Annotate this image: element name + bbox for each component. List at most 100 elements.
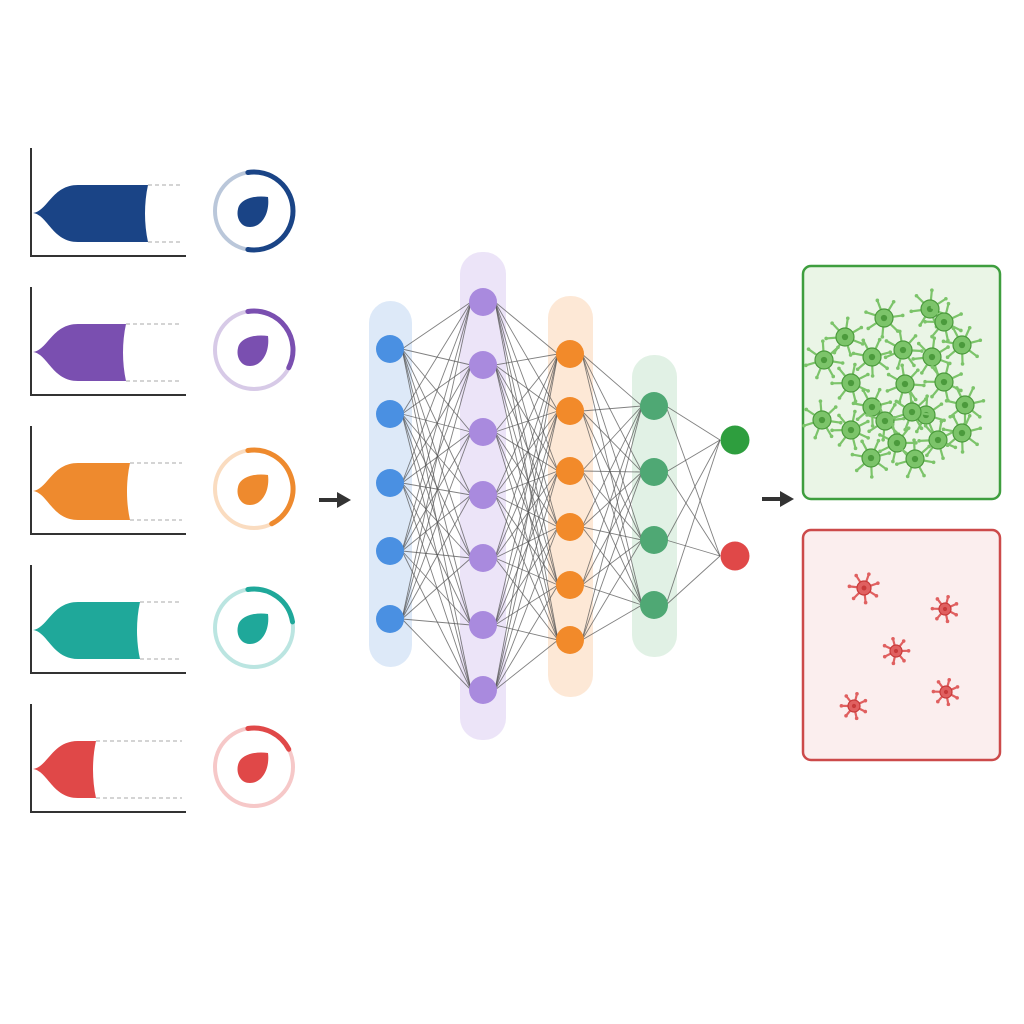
cell-tip [891,661,896,666]
plot-axes [30,565,186,674]
connection [665,405,721,441]
cell-tip [959,312,963,316]
cell-tip [939,419,944,424]
cell-tip [909,309,914,314]
cell-tip [845,316,850,321]
cell-tip [944,296,948,301]
cell-tip [833,405,838,409]
cell-tip [870,424,875,428]
connection [581,353,643,473]
connection [581,526,643,541]
cell-tip [922,473,926,478]
connection [581,405,643,472]
cell-tip [954,602,959,606]
cell-tip [941,427,946,432]
cell-tip [975,354,979,359]
cell-tip [947,678,952,682]
cell-tip [888,350,893,355]
output-node-1 [720,425,750,455]
result-panels [801,264,1002,762]
connection [494,410,559,626]
cell-tip [838,420,843,425]
connection [581,539,643,586]
connection [494,494,559,586]
cell-tip [878,449,882,454]
connection [401,348,472,366]
cell-tip [946,301,951,306]
profile-shape [33,185,148,242]
cell-tip [946,345,950,349]
cell-nucleus [940,378,948,386]
connection [581,353,643,606]
connection [581,584,643,606]
connection [494,557,559,641]
cell [895,438,936,479]
connection [494,301,559,472]
cell-tip [885,389,890,393]
cell-tip [830,321,834,325]
connection [494,639,559,691]
connection [401,301,472,552]
cell-tip [876,438,881,443]
cell-tip [960,450,965,454]
neuron [376,335,404,363]
cell-tip [936,699,940,704]
profile-shape [33,324,126,381]
cell-tip [860,439,864,444]
positive-result-panel [801,264,1002,501]
ring-progress [245,308,296,371]
connection [401,413,472,559]
cell-tip [836,345,840,350]
cell-tip [882,643,887,648]
connection [665,471,721,557]
cell-tip [946,361,951,366]
cell-tip [946,594,950,599]
connection [401,550,472,559]
cell-tip [855,691,859,696]
cell-tip [978,338,983,343]
ring-progress [245,586,296,625]
cell-tip [818,399,823,403]
cell-tip [874,594,879,598]
cell [851,337,893,378]
connection [581,410,643,541]
cell-tip [854,468,859,473]
cell [885,363,926,404]
cell-tip [884,339,889,343]
connection [401,413,472,433]
drop-icon [237,474,269,505]
cell [830,409,870,451]
cell-tip [844,713,848,718]
connection [581,410,643,606]
connection [401,364,472,552]
neuron [469,611,497,639]
cell-tip [866,436,870,440]
cell [804,339,845,380]
cell-nucleus [818,416,826,424]
cell-tip [866,419,870,424]
connection [494,470,559,559]
connection [401,557,472,620]
cell-nucleus [928,353,936,361]
cell-tip [806,347,811,351]
cell-tip [936,680,941,684]
connection [494,494,559,641]
connection [401,618,472,691]
connection [401,301,472,350]
cell-tip [942,418,946,423]
cell-nucleus [899,346,907,354]
cell-nucleus [841,333,849,341]
plot-axes [30,704,186,813]
drop-icon [237,752,269,783]
cell-tip [876,401,881,406]
connection [401,348,472,559]
cell-tip [837,396,842,400]
cell-nucleus [861,585,867,591]
arrow-to-network [319,492,351,508]
connection [401,413,472,626]
connection [494,364,559,412]
connection [665,405,721,557]
cell-tip [914,294,919,298]
cell-tip [851,401,856,406]
